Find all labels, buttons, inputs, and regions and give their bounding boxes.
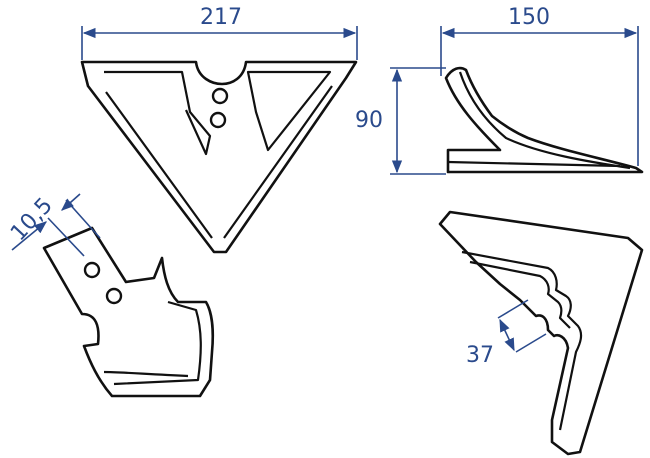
edge-offset-label: 37 (466, 343, 494, 368)
back-blade-outline (438, 210, 644, 456)
half-blade-outline (42, 226, 215, 398)
blade-outline-top (80, 60, 358, 254)
side-view-blade (444, 66, 644, 174)
half-section-view (42, 226, 215, 398)
back-blade-bevel (461, 250, 583, 431)
blade-bevel-side (447, 71, 631, 170)
height-side-label: 90 (355, 108, 383, 133)
dimension-height-side: 90 (355, 67, 446, 175)
top-view-blade (80, 60, 358, 254)
dimension-edge-offset: 37 (466, 299, 547, 368)
width-side-label: 150 (508, 5, 550, 30)
back-view (438, 210, 644, 456)
half-mount-hole-upper (83, 261, 101, 279)
half-blade-bevel (103, 300, 202, 386)
blade-inner-edge-top (105, 85, 333, 239)
blade-outline-side (444, 66, 644, 174)
mount-hole-lower (209, 111, 227, 129)
width-top-label: 217 (200, 5, 242, 30)
dimension-width-top: 217 (81, 5, 358, 60)
half-mount-hole-lower (105, 287, 123, 305)
blade-bevel-top (104, 70, 332, 156)
mount-hole-upper (211, 87, 229, 105)
dimension-width-side: 150 (440, 5, 639, 166)
